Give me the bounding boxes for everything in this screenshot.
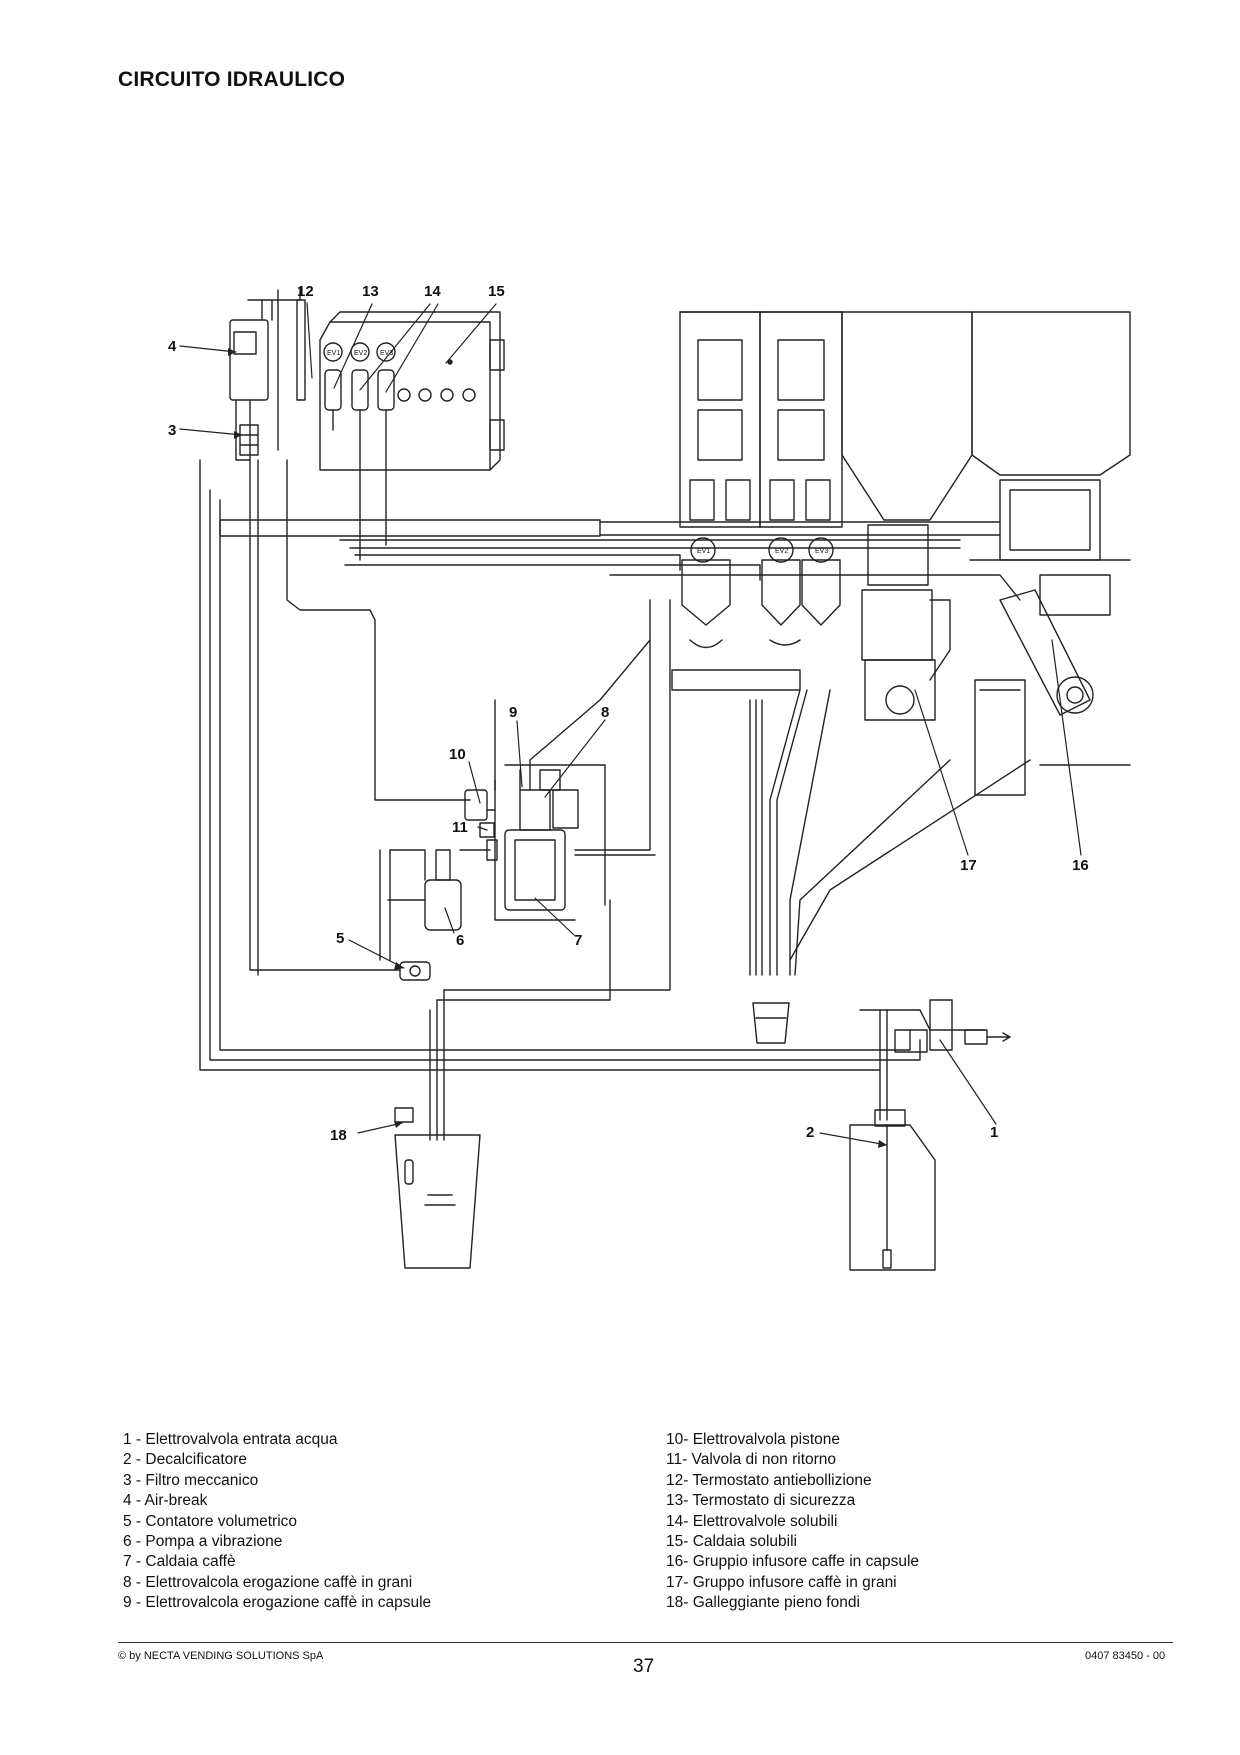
legend-item: 18- Galleggiante pieno fondi [666,1594,860,1612]
mixing-bowls [671,537,841,691]
waste-bin [394,1107,481,1269]
legend-right: 10- Elettrovalvola pistone 11- Valvola d… [666,1430,919,1614]
capsule-brewer-group [969,559,1131,796]
callout-3: 3 [168,422,176,439]
legend-item: 17- Gruppo infusore caffè in grani [666,1573,897,1591]
legend-item: 13- Termostato di sicurezza [666,1492,856,1510]
legend-item: 4 - Air-break [123,1492,208,1510]
legend-item: 9 - Elettrovalcola erogazione caffè in c… [123,1594,432,1612]
air-break-unit [229,287,306,461]
valve-label: EV2 [775,548,788,555]
callout-13: 13 [362,283,379,300]
cup [752,1002,790,1044]
coffee-boiler [494,764,606,921]
vibration-pump [387,849,462,931]
callout-10: 10 [449,746,466,763]
soluble-valves [323,342,396,561]
callout-15: 15 [488,283,505,300]
callout-7: 7 [574,932,582,949]
callout-9: 9 [509,704,517,721]
callout-17: 17 [960,857,977,874]
valve-label: EV1 [327,350,340,357]
valve-label: EV3 [380,350,393,357]
footer-copyright: © by NECTA VENDING SOLUTIONS SpA [118,1650,324,1662]
legend-item: 5 - Contatore volumetrico [123,1512,298,1530]
legend-item: 15- Caldaia solubili [666,1533,797,1551]
page-number: 37 [633,1656,655,1677]
legend-item: 2 - Decalcificatore [123,1451,248,1469]
legend-item: 7 - Caldaia caffè [123,1553,236,1571]
volumetric-counter [399,961,431,981]
mechanical-filter [239,424,259,456]
callout-11: 11 [452,819,468,836]
valve-label: EV3 [815,548,828,555]
coffee-brewer-group [861,524,951,721]
tubes [199,459,1031,1141]
legend-item: 16- Gruppio infusore caffe in capsule [666,1553,920,1571]
legend-item: 12- Termostato antiebollizione [666,1471,872,1489]
callout-16: 16 [1072,857,1089,874]
legend-item: 11- Valvola di non ritorno [666,1451,837,1469]
product-canisters [679,311,1131,561]
legend-item: 14- Elettrovalvole solubili [666,1512,838,1530]
callout-1: 1 [990,1124,998,1141]
callout-5: 5 [336,930,344,947]
page-title: CIRCUITO IDRAULICO [118,68,346,91]
water-inlet-valve [894,999,1011,1053]
callout-4: 4 [168,338,177,355]
callout-14: 14 [424,283,441,300]
document-code: 0407 83450 - 00 [1085,1650,1166,1662]
decalcifier [849,1109,936,1271]
legend-item: 6 - Pompa a vibrazione [123,1533,283,1551]
legend-item: 3 - Filtro meccanico [123,1471,259,1489]
leader-lines [179,302,1082,1146]
footer-rule [118,1642,1173,1643]
legend-item: 1 - Elettrovalvola entrata acqua [123,1431,338,1448]
callout-12: 12 [297,283,314,300]
callout-6: 6 [456,932,464,949]
legend-item: 8 - Elettrovalcola erogazione caffè in g… [123,1573,413,1591]
legend-item: 10- Elettrovalvola pistone [666,1431,841,1448]
valve-label: EV2 [354,350,367,357]
callout-8: 8 [601,704,609,721]
callout-2: 2 [806,1124,814,1141]
valve-label: EV1 [697,548,710,555]
callout-18: 18 [330,1127,347,1144]
legend-left: 1 - Elettrovalvola entrata acqua 2 - Dec… [123,1430,431,1614]
soluble-boiler [319,311,505,471]
